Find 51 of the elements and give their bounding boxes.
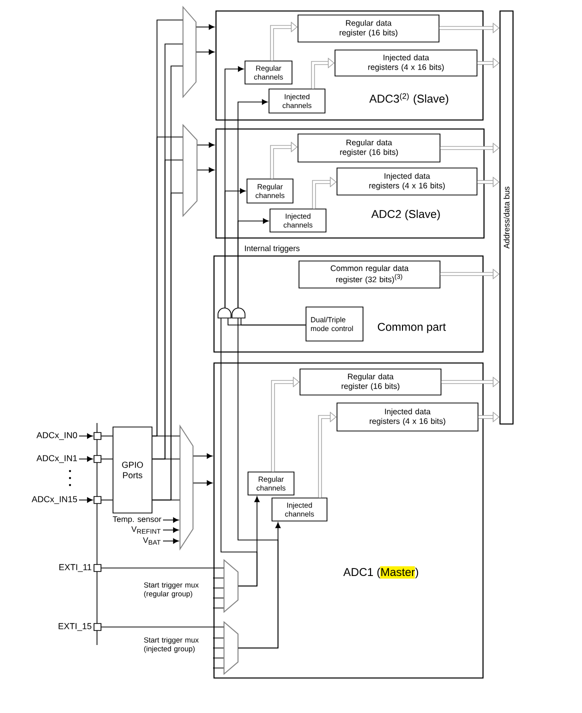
- pin-label: V$_{BAT}$: [142, 537, 161, 545]
- register-box: Common regular data register (32 bits)$^{(3)}$: [298, 260, 440, 288]
- register-box: Regular data register (16 bits): [300, 368, 442, 396]
- pin-label: V$_{REFINT}$: [131, 526, 161, 534]
- register-box: Injected data registers (4 x 16 bits): [336, 168, 478, 196]
- arrow: [162, 538, 179, 544]
- pin-label: Temp. sensor: [112, 516, 162, 524]
- arrow: [224, 188, 246, 308]
- pin-label: ADCx_IN15: [32, 496, 78, 504]
- connector: [220, 318, 258, 586]
- gpio-box: GPIO Ports: [112, 426, 152, 514]
- pin-label: EXTI_11: [59, 564, 92, 572]
- gate-symbol: [232, 308, 246, 318]
- wide-arrow: [477, 58, 500, 68]
- wide-arrow: [477, 176, 500, 188]
- wide-arrow: [440, 268, 500, 280]
- pin-label: EXTI_15: [58, 623, 92, 631]
- arrow: [238, 218, 269, 308]
- arrow: [162, 527, 179, 533]
- register-box: Regular data register (16 bits): [298, 134, 440, 162]
- pad-symbol: [94, 496, 102, 504]
- arrow: [196, 24, 214, 30]
- register-box: Injected data registers (4 x 16 bits): [336, 402, 478, 432]
- pin-label: ADCx_IN0: [36, 432, 78, 440]
- register-box: Regular data register (16 bits): [298, 14, 440, 42]
- register-box: Injected data registers (4 x 16 bits): [334, 50, 478, 76]
- arrow: [78, 456, 93, 462]
- connector: [238, 318, 278, 648]
- wide-arrow: [478, 412, 500, 422]
- arrow: [192, 453, 212, 459]
- arrow: [162, 517, 179, 523]
- bus-line: [96, 422, 98, 646]
- wide-arrow: [439, 22, 500, 34]
- arrow: [196, 49, 214, 55]
- connector: [100, 626, 224, 628]
- arrow: [78, 433, 93, 439]
- arrow: [196, 142, 214, 148]
- bus-bar: Address/data bus: [499, 10, 514, 425]
- connector: [240, 318, 306, 326]
- pad-symbol: [94, 432, 102, 440]
- arrow: [192, 480, 212, 486]
- pad-symbol: [94, 455, 102, 463]
- arrow: [196, 167, 214, 173]
- wide-arrow: [440, 142, 500, 154]
- section-label: Internal triggers: [245, 245, 300, 253]
- connector: [152, 458, 180, 460]
- gate-symbol: [218, 308, 232, 318]
- connector: [100, 458, 113, 460]
- wide-arrow: [441, 376, 500, 388]
- arrow: [78, 497, 93, 503]
- pin-label: ADCx_IN1: [36, 455, 77, 463]
